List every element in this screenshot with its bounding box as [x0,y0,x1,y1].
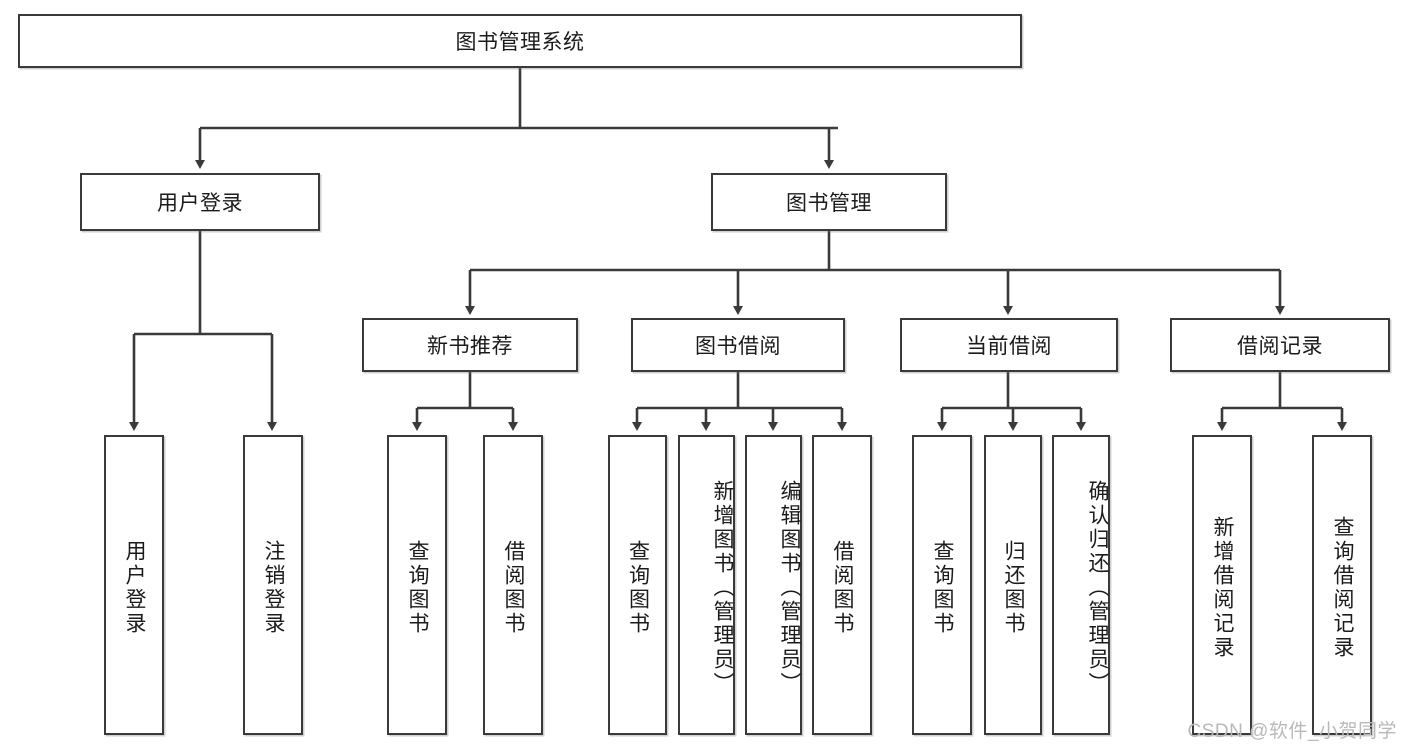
node-book-manage-label: 图书管理 [786,192,872,215]
node-leaf-borrow-book-rec[interactable]: 借阅图书 [483,435,543,735]
node-leaf-query-book-cur[interactable]: 查询图书 [912,435,972,735]
node-leaf-return-book-label: 归还图书 [1002,540,1026,636]
node-leaf-user-logout-label: 注销登录 [262,540,286,636]
node-leaf-user-login-label: 用户登录 [123,540,147,636]
node-root-label: 图书管理系统 [455,31,585,54]
node-leaf-confirm-return-admin-label: 确认归还（管理员） [1086,480,1109,696]
node-leaf-return-book[interactable]: 归还图书 [984,435,1042,735]
node-book-borrow[interactable]: 图书借阅 [631,318,845,372]
node-root[interactable]: 图书管理系统 [18,14,1022,68]
node-current-borrow[interactable]: 当前借阅 [900,318,1118,372]
node-leaf-confirm-return-admin[interactable]: 确认归还（管理员） [1052,435,1110,735]
node-borrow-record[interactable]: 借阅记录 [1170,318,1390,372]
node-leaf-user-login[interactable]: 用户登录 [104,435,164,735]
node-user-login-label: 用户登录 [157,192,243,215]
node-book-borrow-label: 图书借阅 [695,335,781,358]
node-leaf-add-borrow-record[interactable]: 新增借阅记录 [1192,435,1252,735]
node-leaf-borrow-book-brw[interactable]: 借阅图书 [812,435,872,735]
node-new-book-rec[interactable]: 新书推荐 [362,318,578,372]
node-borrow-record-label: 借阅记录 [1237,335,1323,358]
node-leaf-edit-book-admin[interactable]: 编辑图书（管理员） [745,435,802,735]
node-leaf-add-borrow-record-label: 新增借阅记录 [1211,516,1235,660]
watermark: CSDN @软件_小贺同学 [1187,721,1397,742]
node-current-borrow-label: 当前借阅 [966,335,1052,358]
node-leaf-query-borrow-record-label: 查询借阅记录 [1331,516,1355,660]
node-user-login[interactable]: 用户登录 [80,173,320,231]
node-leaf-add-book-admin[interactable]: 新增图书（管理员） [678,435,735,735]
node-leaf-edit-book-admin-label: 编辑图书（管理员） [778,480,801,696]
node-leaf-query-book-rec-label: 查询图书 [406,540,430,636]
node-leaf-user-logout[interactable]: 注销登录 [243,435,303,735]
node-book-manage[interactable]: 图书管理 [711,173,947,231]
node-leaf-borrow-book-brw-label: 借阅图书 [831,540,855,636]
node-leaf-query-book-brw-label: 查询图书 [626,540,650,636]
node-leaf-add-book-admin-label: 新增图书（管理员） [711,480,734,696]
node-leaf-query-book-brw[interactable]: 查询图书 [608,435,667,735]
node-leaf-query-book-cur-label: 查询图书 [931,540,955,636]
node-new-book-rec-label: 新书推荐 [427,335,513,358]
node-leaf-query-borrow-record[interactable]: 查询借阅记录 [1312,435,1372,735]
node-leaf-borrow-book-rec-label: 借阅图书 [502,540,526,636]
node-leaf-query-book-rec[interactable]: 查询图书 [387,435,447,735]
